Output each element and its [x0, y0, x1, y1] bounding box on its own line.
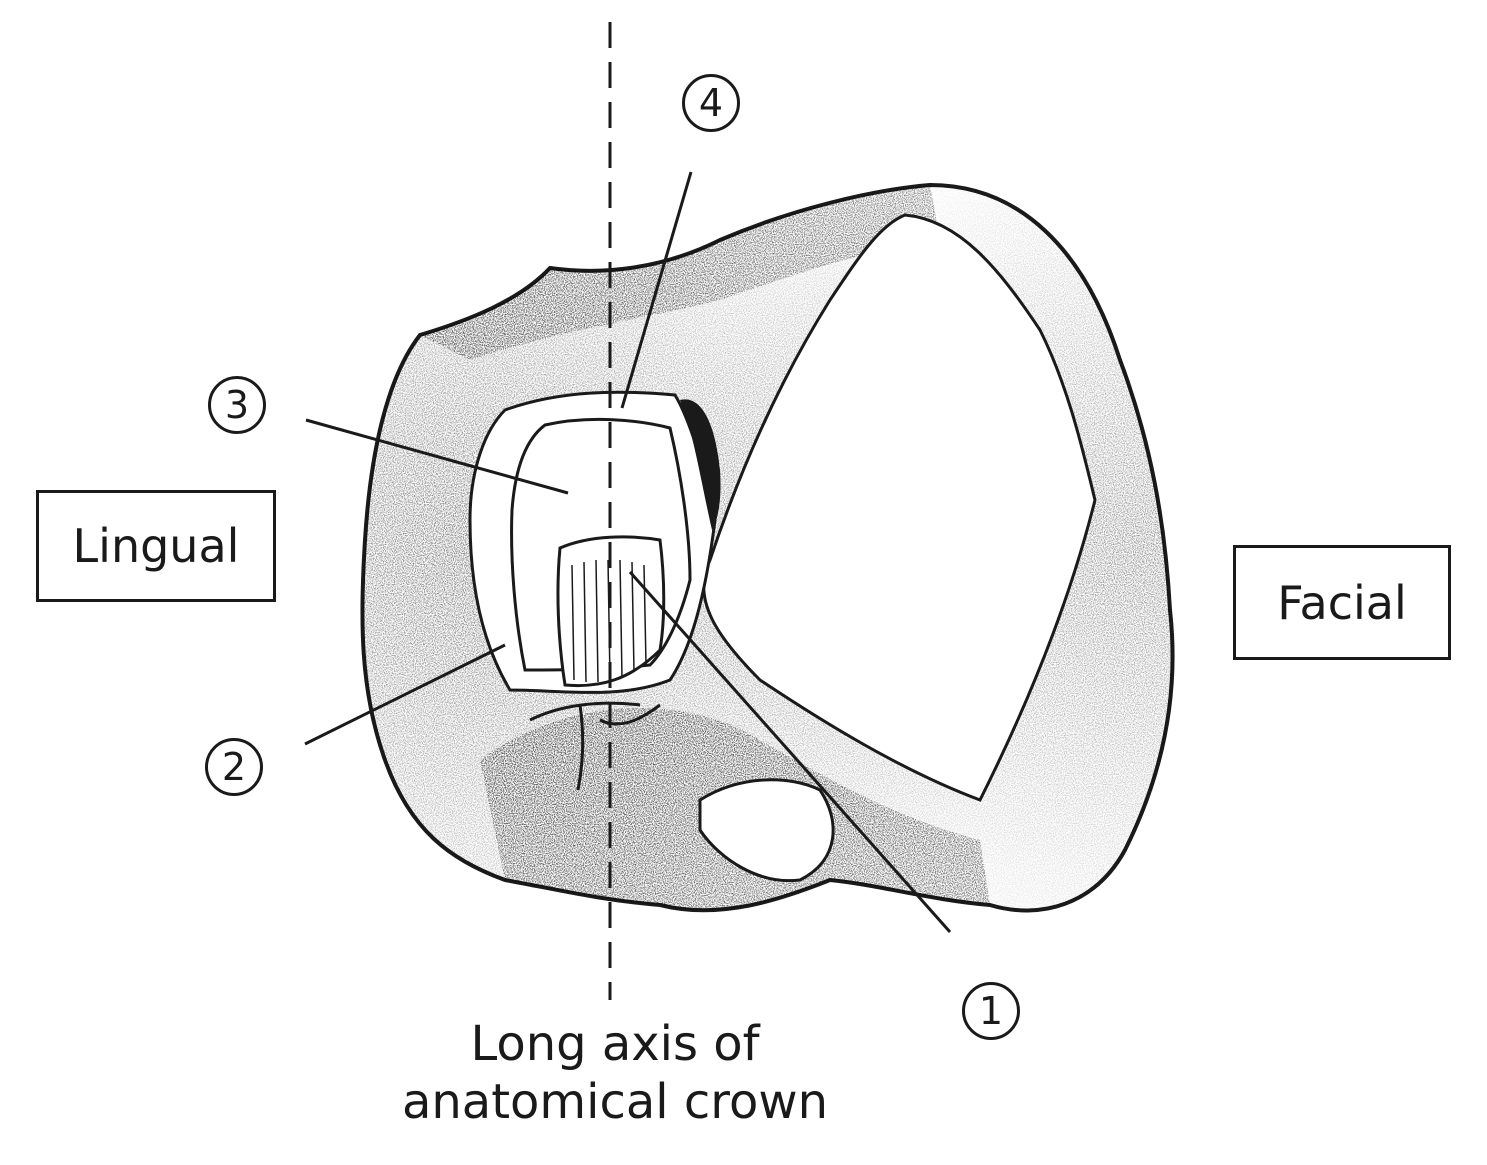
callout-3: 3 [208, 376, 266, 434]
lingual-label: Lingual [36, 490, 276, 602]
callout-2: 2 [205, 738, 263, 796]
axis-caption-line-1: Long axis of [470, 1016, 760, 1072]
cusp-outline [698, 778, 835, 883]
facial-label: Facial [1233, 545, 1451, 660]
leader-line-1 [628, 571, 952, 933]
axis-caption-line-2: anatomical crown [401, 1074, 829, 1130]
callout-1: 1 [962, 982, 1020, 1040]
axial-wall-hatching [571, 559, 647, 683]
long-axis-caption: Long axis of anatomical crown [330, 1015, 900, 1131]
occlusal-fissure [529, 701, 661, 791]
leader-line-2 [304, 643, 506, 746]
leader-lines [304, 171, 952, 933]
leader-line-4 [620, 171, 693, 409]
callout-4: 4 [682, 74, 740, 132]
preparation-inner-shoulder [510, 417, 692, 672]
preparation-edge-shadow [680, 399, 721, 530]
leader-line-3 [305, 418, 569, 495]
facial-facet [702, 213, 1097, 802]
